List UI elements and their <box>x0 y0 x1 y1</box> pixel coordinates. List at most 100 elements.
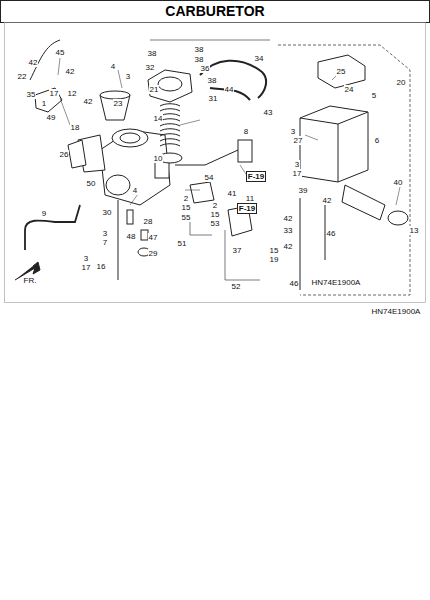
callout-number: 17 <box>81 263 92 272</box>
callout-number: 35 <box>26 90 37 99</box>
callout-number: 38 <box>147 49 158 58</box>
drain-tube <box>118 200 119 280</box>
callout-number: 38 <box>194 45 205 54</box>
spring-coil <box>160 139 180 141</box>
spring-coil <box>160 104 180 106</box>
callout-number: 38 <box>207 76 218 85</box>
callout-number: 43 <box>263 108 274 117</box>
callout-number: 44 <box>224 85 235 94</box>
spring-coil <box>160 129 180 131</box>
callout-number: 13 <box>409 226 420 235</box>
assembly-bracket <box>278 45 410 295</box>
spring-coil <box>160 134 180 136</box>
label-text: HN74E1900A <box>371 307 422 316</box>
sensor <box>238 140 252 162</box>
assembly-bracket <box>150 40 270 41</box>
callout-number: 12 <box>67 89 78 98</box>
callout-number: 42 <box>283 214 294 223</box>
callout-number: 9 <box>41 209 47 218</box>
callout-number: 46 <box>326 229 337 238</box>
pump-cover <box>35 88 62 112</box>
callout-number: 5 <box>371 91 377 100</box>
callout-number: 42 <box>322 196 333 205</box>
callout-number: 2 <box>183 194 189 203</box>
callout-number: 42 <box>65 67 76 76</box>
callout-number: 50 <box>86 179 97 188</box>
label-text: FR. <box>23 276 38 285</box>
callout-number: 22 <box>17 72 28 81</box>
callout-number: 25 <box>336 67 347 76</box>
callout-number: 23 <box>113 99 124 108</box>
callout-number: 49 <box>46 113 57 122</box>
callout-number: 21 <box>149 85 160 94</box>
rod <box>300 198 301 290</box>
callout-number: 42 <box>28 58 39 67</box>
callout-number: 3 <box>125 72 131 81</box>
callout-number: 26 <box>59 150 70 159</box>
callout-number: 39 <box>298 186 309 195</box>
callout-number: 53 <box>210 219 221 228</box>
callout-number: 45 <box>55 48 66 57</box>
callout-number: 1 <box>41 99 47 108</box>
callout-number: 18 <box>70 123 81 132</box>
callout-number: 3 <box>102 229 108 238</box>
float-part <box>190 182 214 203</box>
hose <box>200 61 266 98</box>
callout-number: 7 <box>102 238 108 247</box>
callout-number: 15 <box>269 246 280 255</box>
title-frame <box>1 1 430 23</box>
callout-number: 41 <box>227 189 238 198</box>
callout-number: 29 <box>148 249 159 258</box>
air-filter-case <box>300 55 368 182</box>
callout-number: 28 <box>143 217 154 226</box>
callout-number: 15 <box>181 203 192 212</box>
jet <box>127 210 133 224</box>
callout-number: 10 <box>153 154 164 163</box>
callout-number: 4 <box>110 62 116 71</box>
callout-number: 8 <box>243 127 249 136</box>
page-title: CARBURETOR <box>0 0 430 22</box>
callout-number: 11 <box>245 194 255 203</box>
carburetor-body <box>78 129 170 205</box>
callout-number: 15 <box>210 210 221 219</box>
throttle-sensor <box>342 185 408 225</box>
callout-number: 51 <box>177 239 188 248</box>
callout-number: 24 <box>344 85 355 94</box>
callout-number: 36 <box>200 64 211 73</box>
leader-lines <box>58 58 400 205</box>
cable <box>25 205 80 250</box>
section-reference: F-19 <box>246 171 266 182</box>
callout-number: 46 <box>289 279 300 288</box>
callout-number: 30 <box>102 208 113 217</box>
callout-number: 48 <box>126 232 137 241</box>
callout-number: 52 <box>231 282 242 291</box>
callout-number: 42 <box>283 242 294 251</box>
callout-number: 31 <box>208 94 219 103</box>
callout-number: 20 <box>396 78 407 87</box>
callout-number: 3 <box>294 160 300 169</box>
callout-number: 6 <box>374 136 380 145</box>
callout-number: 17 <box>49 89 60 98</box>
callout-number: 33 <box>283 226 294 235</box>
callout-number: 4 <box>132 186 138 195</box>
callout-number: 42 <box>83 97 94 106</box>
callout-number: 37 <box>232 246 243 255</box>
callout-number: 3 <box>83 254 89 263</box>
valve-cover <box>68 140 86 168</box>
callout-number: 3 <box>290 127 296 136</box>
callout-number: 40 <box>393 178 404 187</box>
spring-coil <box>160 124 180 126</box>
spring <box>160 104 180 146</box>
callout-number: 54 <box>204 173 215 182</box>
callout-number: 38 <box>194 55 205 64</box>
spring-coil <box>160 144 180 146</box>
callout-number: 55 <box>181 213 192 222</box>
callout-number: 19 <box>269 255 280 264</box>
top-cap <box>148 70 192 102</box>
callout-number: 27 <box>293 136 304 145</box>
diagram-frame <box>5 23 426 303</box>
label-text: HN74E1900A <box>311 278 362 287</box>
callout-number: 14 <box>153 114 164 123</box>
callout-number: 16 <box>96 262 107 271</box>
